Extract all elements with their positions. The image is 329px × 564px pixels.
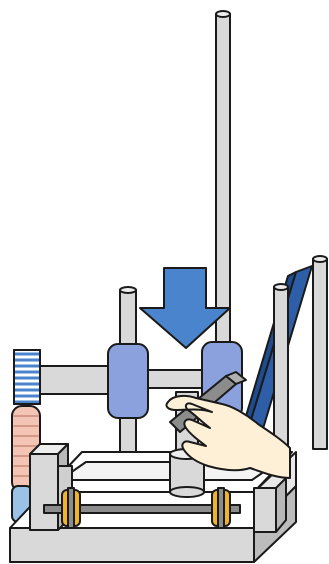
left-slider-block [108, 344, 148, 418]
right-back-post [313, 256, 327, 449]
upper-gear-icon [14, 350, 40, 404]
crossbar [148, 370, 206, 388]
left-yellow-wheel-icon [62, 488, 80, 528]
right-yellow-wheel-icon [212, 488, 230, 528]
